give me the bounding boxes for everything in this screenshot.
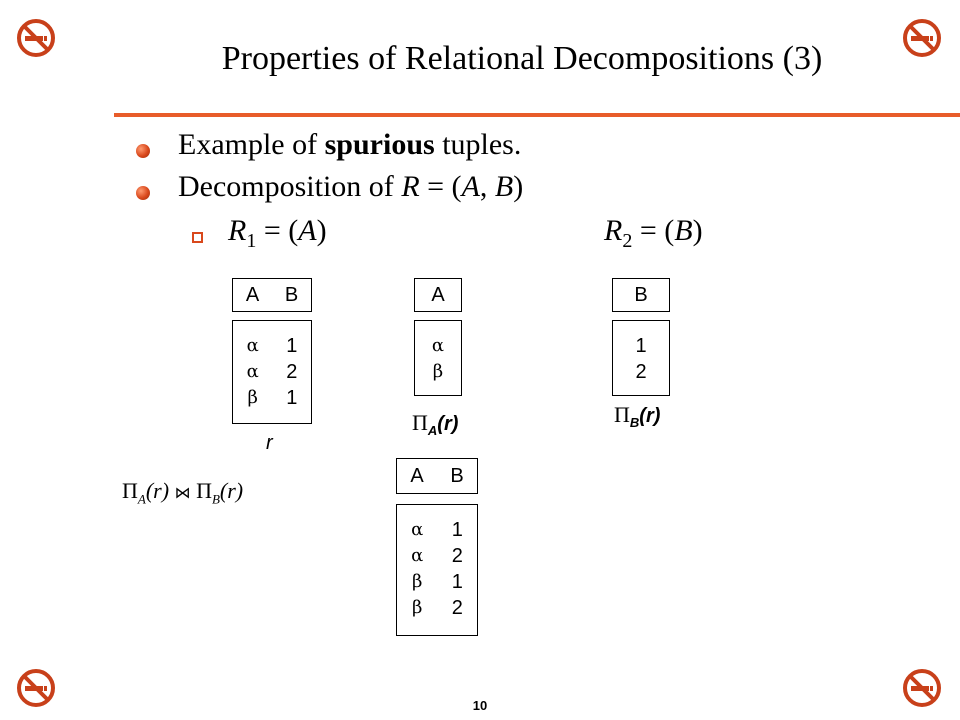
cell: α xyxy=(246,361,259,382)
column-header: A xyxy=(410,464,424,487)
r1-definition: R1 = (A) xyxy=(228,214,327,252)
cell: 1 xyxy=(451,571,463,593)
no-smoking-icon xyxy=(903,669,941,707)
table-pa-header: A xyxy=(414,278,462,312)
cell: 1 xyxy=(635,335,647,357)
column-header: B xyxy=(450,464,464,487)
cell: β xyxy=(412,571,423,592)
bullet-spurious-example: Example of spurious tuples. xyxy=(178,128,522,161)
table-r-body: α α β 1 2 1 xyxy=(232,320,312,424)
column-header: A xyxy=(245,283,260,306)
column-header: B xyxy=(634,283,648,306)
column-header: A xyxy=(431,283,445,306)
cell: 2 xyxy=(286,361,298,383)
bullet-decomposition: Decomposition of R = (A, B) xyxy=(178,170,524,203)
table-pa-body: α β xyxy=(414,320,462,396)
no-smoking-icon xyxy=(903,19,941,57)
sub-bullet-marker xyxy=(192,232,203,243)
table-r-header: A B xyxy=(232,278,312,312)
cell: α xyxy=(246,335,259,356)
table-join-header: A B xyxy=(396,458,478,494)
cell: α xyxy=(431,335,445,356)
column-a-values: α β xyxy=(432,333,444,395)
r2-definition: R2 = (B) xyxy=(604,214,703,252)
cell: 2 xyxy=(451,545,463,567)
no-smoking-icon xyxy=(17,19,55,57)
projection-b-caption: ΠB(r) xyxy=(614,402,661,430)
projection-a-caption: ΠA(r) xyxy=(412,410,459,438)
cell: α xyxy=(411,519,424,540)
table-pb-header: B xyxy=(612,278,670,312)
column-b-values: 1 2 xyxy=(635,333,646,395)
cell: 1 xyxy=(451,519,463,541)
slide-title: Properties of Relational Decompositions … xyxy=(221,40,823,77)
bullet-marker xyxy=(136,186,150,200)
column-a-values: α α β β xyxy=(411,517,423,635)
cell: 1 xyxy=(286,335,298,357)
cell: β xyxy=(412,597,423,618)
table-r-caption: r xyxy=(266,432,273,454)
cell: β xyxy=(432,361,444,382)
cell: 1 xyxy=(286,387,298,409)
title-divider xyxy=(114,113,960,117)
no-smoking-icon xyxy=(17,669,55,707)
column-header: B xyxy=(284,283,299,306)
table-pb-body: 1 2 xyxy=(612,320,670,396)
table-join-body: α α β β 1 2 1 2 xyxy=(396,504,478,636)
cell: β xyxy=(247,387,258,408)
column-a-values: α α β xyxy=(247,333,259,423)
cell: α xyxy=(411,545,424,566)
column-b-values: 1 2 1 xyxy=(286,333,297,423)
bullet-marker xyxy=(136,144,150,158)
column-b-values: 1 2 1 2 xyxy=(452,517,463,635)
cell: 2 xyxy=(451,597,463,619)
page-number: 10 xyxy=(472,698,488,713)
cell: 2 xyxy=(635,361,647,383)
join-expression: ΠA(r) ⋈ ΠB(r) xyxy=(122,478,244,507)
